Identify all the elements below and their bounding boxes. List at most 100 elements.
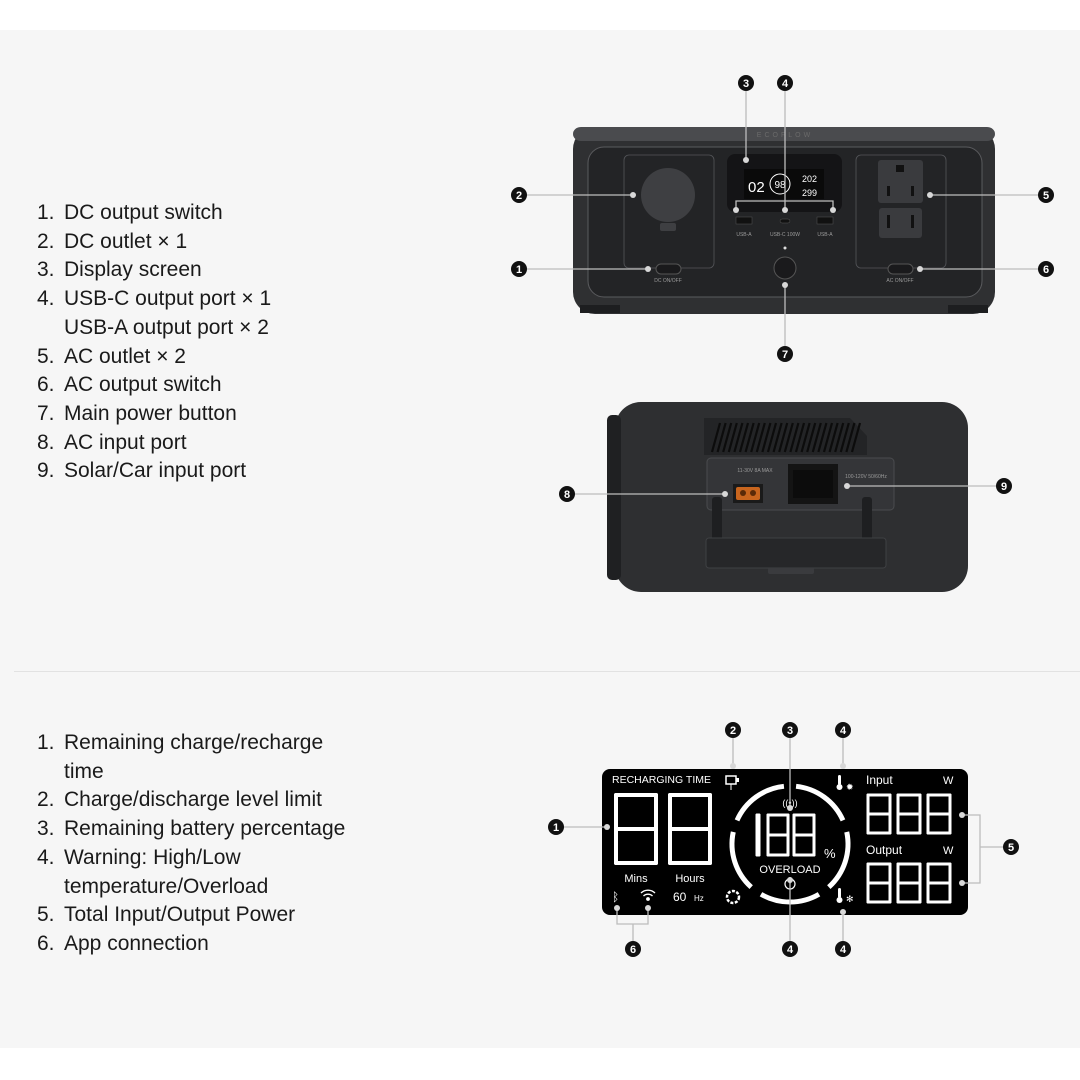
ac-input-port[interactable] [793,470,833,498]
callout-marker [1038,187,1054,203]
callout-marker [725,722,741,738]
item-number: 9. [37,459,55,483]
vent-slot [727,422,738,453]
recharging-time-label: RECHARGING TIME [612,774,711,786]
item-text: DC outlet × 1 [64,229,188,253]
back-device: 11-30V 8A MAX 100-120V 50/60Hz [607,402,968,592]
vent-slot [766,422,778,453]
ac-input-label: 100-120V 50/60Hz [845,474,887,480]
usb-c-port[interactable] [779,218,791,224]
callout-number: 8 [564,489,570,501]
vent-slot [789,422,800,453]
item-text: AC outlet × 2 [64,344,186,368]
item-text: Total Input/Output Power [64,903,296,927]
item-text: Warning: High/Low temperature/Overload [64,845,269,898]
usb-a-port-right[interactable] [816,216,834,225]
mins-label: Mins [624,873,648,885]
callout-number: 7 [782,349,788,361]
callout-marker [511,261,527,277]
thermometer-low-icon [836,888,843,903]
bluetooth-icon: ᛒ [612,890,619,904]
vent-slot [722,422,733,453]
dc-switch[interactable] [655,263,682,275]
callout-number: 2 [730,725,736,737]
vent-slot [839,422,850,453]
vent-slot [761,422,772,453]
item-text: Charge/discharge level limit [64,788,322,812]
usb-c-label: USB-C 100W [770,232,800,238]
vent-slot [744,422,755,453]
list-item: 2. DC outlet × 1 [37,228,271,257]
item-number: 2. [37,229,55,253]
input-label: Input [866,773,893,787]
wifi-icon [640,889,656,901]
callout-marker [996,478,1012,494]
callout-marker [1038,261,1054,277]
leader-lines [527,91,1038,941]
mini-percent: 98 [774,180,786,191]
snowflake-icon: ✻ [846,894,854,904]
callout-marker [782,941,798,957]
callout-marker [559,486,575,502]
callout-marker [835,722,851,738]
callout-number: 9 [1001,481,1007,493]
item-text: Display screen [64,258,202,282]
brand-logo: ECOFLOW [757,132,813,139]
thermometer-high-icon [836,775,843,790]
vent-slot [755,422,766,453]
ac-outlet-2[interactable] [879,208,922,238]
section-divider [14,671,1080,672]
callout-marker [835,941,851,957]
usb-a-port-left[interactable] [735,216,753,225]
list-item: 5. Total Input/Output Power [37,901,345,930]
list-item: 8.AC input port [37,429,271,458]
ring-segment [795,783,846,822]
vent-slot [800,422,811,453]
callout-number: 6 [1043,264,1049,276]
mini-output: 299 [802,188,817,198]
list-item: 5.AC outlet × 2 [37,343,271,372]
ring-segment [827,831,851,889]
callout-number: 2 [516,190,522,202]
list-item: 1.Remaining charge/recharge time [37,729,345,786]
callout-marker [511,187,527,203]
callout-marker [738,75,754,91]
item-number: 2. [37,788,55,812]
vent-slot [750,422,761,453]
output-label: Output [866,843,903,857]
callout-marker [777,75,793,91]
ac-switch[interactable] [887,263,914,275]
item-text: DC output switch [64,201,223,224]
vent-slot [834,422,845,453]
battery-ring [729,783,851,905]
usb-a-label: USB-A [817,232,833,238]
main-power-button[interactable] [773,256,797,280]
callout-marker [625,941,641,957]
vent-slot [845,422,856,453]
item-number: 4. [37,845,55,869]
item-text: Remaining charge/recharge time [64,731,324,783]
item-text: Solar/Car input port [64,459,247,483]
vent-slot [778,422,789,453]
vent-slot [817,422,828,453]
list-item: 7.Main power button [37,400,271,429]
vent-slot [850,422,862,453]
dc-outlet[interactable] [641,168,695,222]
item-number: 5. [37,903,55,927]
callout-number: 4 [840,725,847,737]
item-number: 3. [37,817,55,841]
output-unit: W [943,845,954,857]
frequency-value: 60 [673,890,687,904]
callout-number: 1 [553,822,559,834]
vent-slot [806,422,817,453]
xt60-input-port[interactable] [736,487,760,500]
dc-switch-label: DC ON/OFF [654,278,682,284]
ac-switch-label: AC ON/OFF [886,278,913,284]
item-number: 3. [37,258,55,282]
vent-slot [794,422,806,453]
item-number: 6. [37,931,55,955]
callout-number: 4 [782,78,789,90]
vent-slot [710,422,722,453]
